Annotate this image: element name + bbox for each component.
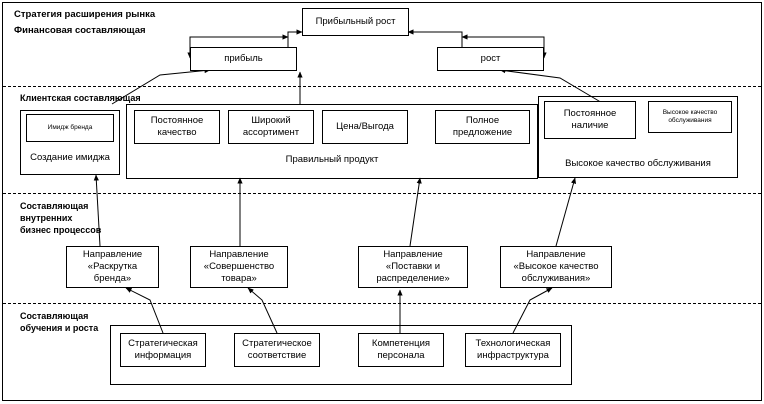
band-separator-3: [3, 303, 761, 304]
node-strategic-information: Стратегическая информация: [120, 333, 206, 367]
node-full-offer: Полное предложение: [435, 110, 530, 144]
node-direction-service: Направление «Высокое качество обслуживан…: [500, 246, 612, 288]
node-image-creation: Создание имиджа: [30, 152, 110, 163]
node-strategic-alignment: Стратегическое соответствие: [234, 333, 320, 367]
diagram-title-line1: Стратегия расширения рынка: [14, 9, 156, 20]
band-separator-2: [3, 193, 761, 194]
node-wide-assortment: Широкий ассортимент: [228, 110, 314, 144]
group-label-high-service-quality: Высокое качество обслуживания: [565, 158, 711, 169]
group-high-service-quality: [538, 96, 738, 178]
node-direction-brand: Направление «Раскрутка бренда»: [66, 246, 159, 288]
diagram-title-line2: Финансовая составляющая: [14, 25, 146, 36]
node-direction-product: Направление «Совершенство товара»: [190, 246, 288, 288]
group-learning-growth: [110, 325, 572, 385]
node-brand-image: Имидж бренда: [26, 114, 114, 142]
node-profitable-growth: Прибыльный рост: [302, 8, 409, 36]
band-label-client: Клиентская составляющая: [20, 93, 141, 103]
group-brand-image: [20, 110, 120, 175]
node-profit: прибыль: [190, 47, 297, 71]
node-constant-quality: Постоянное качество: [134, 110, 220, 144]
node-staff-competence: Компетенция персонала: [358, 333, 444, 367]
node-tech-infrastructure: Технологическая инфраструктура: [465, 333, 561, 367]
band-label-internal: Составляющая внутренних бизнес процессов: [20, 201, 102, 236]
node-price-benefit: Цена/Выгода: [322, 110, 408, 144]
node-high-service-quality-small: Высокое качество обслуживания: [648, 101, 732, 133]
node-growth: рост: [437, 47, 544, 71]
node-constant-availability: Постоянное наличие: [544, 101, 636, 139]
band-label-learning: Составляющая обучения и роста: [20, 311, 99, 334]
group-label-correct-product: Правильный продукт: [285, 154, 379, 165]
band-separator-1: [3, 86, 761, 87]
node-direction-supply: Направление «Поставки и распределение»: [358, 246, 468, 288]
group-correct-product: [126, 104, 538, 179]
